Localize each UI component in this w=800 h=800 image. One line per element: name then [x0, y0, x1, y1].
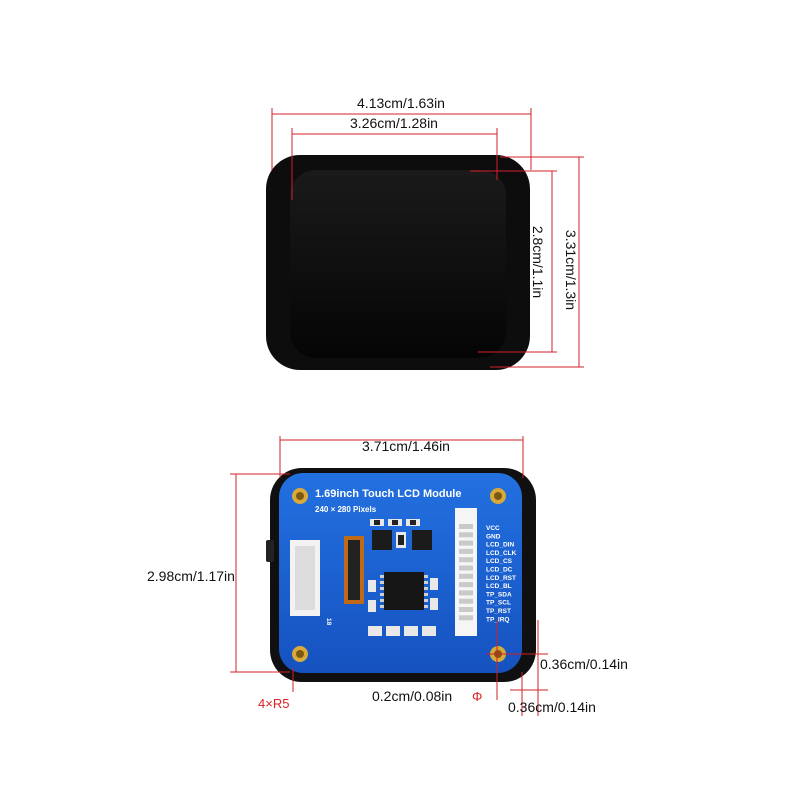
outer-width-label: 4.13cm/1.63in	[357, 95, 445, 111]
screen-extension-lines	[271, 108, 584, 368]
touch-controller-ic	[380, 572, 428, 610]
pin-label: LCD_CS	[486, 558, 513, 565]
inner-width-label: 3.26cm/1.28in	[350, 115, 438, 131]
connector-pin-label: 18	[325, 618, 332, 626]
corner-radius-label: 4×R5	[258, 696, 289, 711]
board-view: 1.69inch Touch LCD Module 240 × 280 Pixe…	[266, 468, 536, 682]
module-title: 1.69inch Touch LCD Module	[315, 488, 461, 500]
header-pin-slot	[459, 598, 473, 604]
header-pin-slot	[459, 532, 473, 538]
header-pin-slot	[459, 573, 473, 579]
header-pin-slot	[459, 607, 473, 612]
header-pin-slot	[459, 540, 473, 546]
header-pin-slot	[459, 557, 473, 563]
header-pin-slot	[459, 524, 473, 529]
board-dimensions: 3.71cm/1.46in 2.98cm/1.17in 0.36cm/0.14i…	[147, 436, 628, 716]
side-passives	[368, 578, 438, 612]
module-resolution: 240 × 280 Pixels	[315, 505, 377, 514]
inner-height-label: 2.8cm/1.1in	[530, 226, 546, 298]
pin-label: TP_RST	[486, 608, 511, 615]
pin-label: GND	[486, 533, 501, 540]
hole-offset-y-label: 0.36cm/0.14in	[508, 699, 596, 715]
header-pin-slot	[459, 582, 473, 588]
top-smd-components	[370, 519, 432, 550]
pin-label: LCD_RST	[486, 575, 516, 582]
pin-header	[455, 508, 477, 636]
board-width-label: 3.71cm/1.46in	[362, 438, 450, 454]
header-pin-slot	[459, 615, 473, 621]
pin-label: TP_IRQ	[486, 616, 509, 623]
pin-label: TP_SDA	[486, 591, 512, 598]
board-height-label: 2.98cm/1.17in	[147, 568, 235, 584]
pin-label: TP_SCL	[486, 600, 511, 607]
hole-offset-x-label: 0.36cm/0.14in	[540, 656, 628, 672]
hole-diameter-label: 0.2cm/0.08in	[372, 688, 452, 704]
pin-label: LCD_DC	[486, 567, 513, 574]
screen-display-area	[290, 170, 506, 358]
header-pin-slot	[459, 565, 473, 571]
bottom-smd-components	[368, 626, 436, 636]
screen-view: 4.13cm/1.63in 3.26cm/1.28in 2.8cm/1.1in …	[266, 95, 584, 370]
outer-height-label: 3.31cm/1.3in	[563, 230, 579, 310]
pin-label: LCD_BL	[486, 583, 512, 590]
diameter-symbol: Φ	[472, 689, 482, 704]
header-pin-slot	[459, 590, 473, 596]
pin-label: LCD_CLK	[486, 550, 517, 557]
pin-label: VCC	[486, 525, 500, 532]
side-button	[266, 540, 274, 562]
pin-label: LCD_DIN	[486, 542, 514, 549]
ffc-connector	[290, 536, 364, 616]
header-pin-slot	[459, 548, 473, 554]
